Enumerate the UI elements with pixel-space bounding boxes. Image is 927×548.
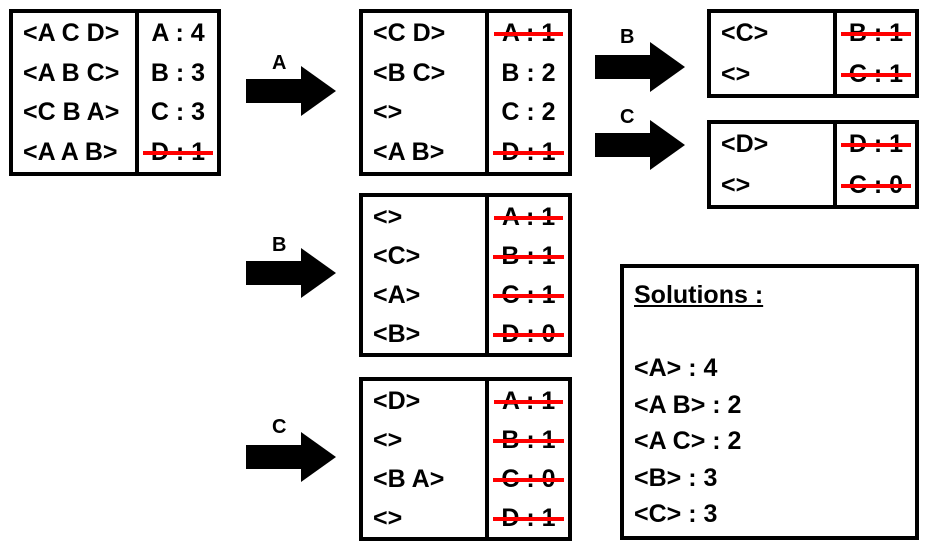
right-arrow-icon xyxy=(595,42,685,92)
sequence-column: <D> <> <B A> <> xyxy=(363,381,489,537)
solution-item: <A> : 4 xyxy=(634,354,718,382)
item-count: B : 3 xyxy=(150,58,206,87)
item-count: A : 1 xyxy=(493,202,564,231)
solutions-box: Solutions : <A> : 4 <A B> : 2 <A C> : 2 … xyxy=(620,264,919,540)
solution-item: <B> : 3 xyxy=(634,463,718,492)
projected-database-AB: <C> <> B : 1 C : 1 xyxy=(707,9,919,98)
item-count: C : 1 xyxy=(493,280,564,309)
sequence: <A B> xyxy=(373,138,445,167)
solution-item: <A C> : 2 xyxy=(634,427,742,455)
count-column: A : 1 B : 2 C : 2 D : 1 xyxy=(489,13,568,172)
sequence: <A C D> xyxy=(23,18,120,47)
arrow-label-A: A xyxy=(272,52,287,74)
sequence: <B C> xyxy=(373,58,446,87)
arrow-label-B: B xyxy=(620,26,635,48)
sequence: <A A B> xyxy=(23,138,118,167)
item-count: B : 2 xyxy=(501,58,556,87)
sequence: <B> xyxy=(373,319,421,348)
sequence: <> xyxy=(373,425,403,454)
count-column: B : 1 C : 1 xyxy=(837,13,915,94)
projected-database-B: <> <C> <A> <B> A : 1 B : 1 C : 1 D : 0 xyxy=(359,193,572,357)
count-column: A : 4 B : 3 C : 3 D : 1 xyxy=(139,13,217,172)
item-count: C : 1 xyxy=(840,59,912,88)
item-count: C : 2 xyxy=(501,98,556,127)
right-arrow-icon xyxy=(246,432,336,482)
item-count: C : 0 xyxy=(840,170,912,199)
sequence: <> xyxy=(373,202,403,231)
sequence: <> xyxy=(373,98,403,127)
item-count: B : 1 xyxy=(840,19,912,48)
right-arrow-icon xyxy=(246,248,336,298)
sequence-column: <> <C> <A> <B> xyxy=(363,197,489,353)
projected-database-AC: <D> <> D : 1 C : 0 xyxy=(707,120,919,209)
count-column: D : 1 C : 0 xyxy=(837,124,915,205)
root-database-box: <A C D> <A B C> <C B A> <A A B> A : 4 B … xyxy=(9,9,221,176)
count-column: A : 1 B : 1 C : 0 D : 1 xyxy=(489,381,568,537)
sequence: <B A> xyxy=(373,464,445,493)
item-count: D : 1 xyxy=(142,138,214,167)
projected-database-A: <C D> <B C> <> <A B> A : 1 B : 2 C : 2 D… xyxy=(359,9,572,176)
item-count: B : 1 xyxy=(493,241,564,270)
arrow-label-C: C xyxy=(272,416,287,438)
item-count: B : 1 xyxy=(493,425,564,454)
sequence: <D> xyxy=(373,386,421,415)
item-count: C : 0 xyxy=(493,464,564,493)
sequence: <C> xyxy=(373,241,421,270)
item-count: A : 4 xyxy=(151,18,205,47)
arrow-label-C: C xyxy=(620,106,635,128)
sequence-column: <C D> <B C> <> <A B> xyxy=(363,13,489,172)
sequence: <C D> xyxy=(373,18,446,47)
sequence-column: <C> <> xyxy=(711,13,837,94)
sequence: <C B A> xyxy=(23,98,120,127)
arrow-label-B: B xyxy=(272,234,287,256)
count-column: A : 1 B : 1 C : 1 D : 0 xyxy=(489,197,568,353)
item-count: C : 3 xyxy=(150,98,206,127)
sequence: <D> xyxy=(721,130,769,159)
sequence-column: <A C D> <A B C> <C B A> <A A B> xyxy=(13,13,139,172)
sequence: <C> xyxy=(721,19,769,48)
item-count: D : 0 xyxy=(493,319,564,348)
item-count: D : 1 xyxy=(840,130,912,159)
projected-database-C: <D> <> <B A> <> A : 1 B : 1 C : 0 D : 1 xyxy=(359,377,572,541)
sequence: <A> xyxy=(373,280,421,309)
solutions-title: Solutions : xyxy=(634,281,764,309)
sequence: <> xyxy=(721,170,751,199)
sequence: <> xyxy=(721,59,751,88)
item-count: D : 1 xyxy=(493,138,564,167)
sequence-column: <D> <> xyxy=(711,124,837,205)
sequence: <A B C> xyxy=(23,58,120,87)
right-arrow-icon xyxy=(246,66,336,116)
item-count: A : 1 xyxy=(493,386,564,415)
right-arrow-icon xyxy=(595,120,685,170)
solution-item: <A B> : 2 xyxy=(634,390,742,419)
sequence: <> xyxy=(373,503,403,532)
item-count: A : 1 xyxy=(493,18,564,47)
solution-item: <C> : 3 xyxy=(634,500,718,528)
item-count: D : 1 xyxy=(493,503,564,532)
